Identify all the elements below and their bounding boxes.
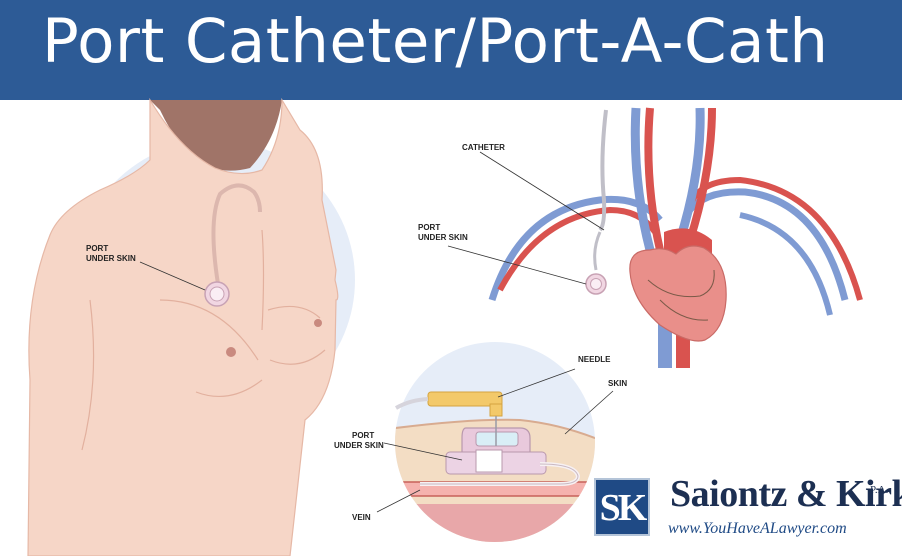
- firm-website: www.YouHaveALawyer.com: [668, 520, 847, 537]
- catheter-tube: [211, 183, 262, 285]
- port-label-line2: UNDER SKIN: [418, 233, 468, 242]
- port-label-line1: PORT: [352, 431, 374, 440]
- sternum-line: [261, 229, 265, 331]
- skin-surface: [395, 418, 595, 441]
- nipple-left: [226, 347, 236, 357]
- firm-suffix: P.A.: [870, 484, 889, 496]
- port-septum: [590, 278, 602, 290]
- catheter-tube: [598, 109, 608, 232]
- port-label-line2: UNDER SKIN: [334, 441, 384, 450]
- jugular-vein: [675, 107, 705, 242]
- catheter-label: CATHETER: [462, 143, 505, 152]
- monogram: SK: [599, 487, 648, 529]
- title-banner: Port Catheter/Port-A-Cath: [0, 0, 902, 100]
- port-reservoir: [475, 449, 503, 473]
- leader-line: [564, 390, 614, 435]
- torso-illustration: PORT UNDER SKIN: [27, 97, 355, 556]
- leader-line: [376, 489, 421, 513]
- leader-line: [383, 442, 463, 461]
- vein-vessel: [739, 212, 833, 316]
- firm-name: Saiontz & Kirk: [670, 473, 902, 515]
- firm-logo: SK Saiontz & Kirk P.A. www.YouHaveALawye…: [594, 470, 902, 550]
- heart-illustration: CATHETER PORT UNDER SKIN: [418, 107, 863, 368]
- arm-contour: [81, 299, 95, 451]
- chest-contour: [159, 299, 259, 361]
- jugular-vein: [630, 107, 655, 252]
- port-septum: [209, 286, 225, 302]
- cross-section-illustration: NEEDLE SKIN PORT UNDER SKIN VEIN: [334, 342, 627, 542]
- port-label-line2: UNDER SKIN: [86, 254, 136, 263]
- carotid-artery: [686, 107, 716, 242]
- leader-line: [479, 151, 605, 231]
- carotid-artery: [644, 107, 664, 251]
- port-label-line1: PORT: [86, 244, 108, 253]
- leader-line: [139, 261, 206, 291]
- coronary-vessel: [647, 269, 715, 298]
- port-label-line1: PORT: [418, 223, 440, 232]
- leader-line: [497, 368, 576, 398]
- page-title: Port Catheter/Port-A-Cath: [42, 6, 829, 77]
- needle-hub: [489, 403, 503, 417]
- needle-tubing: [395, 397, 429, 410]
- nipple-right: [314, 319, 322, 327]
- needle-label: NEEDLE: [578, 355, 611, 364]
- catheter-tube: [593, 231, 602, 271]
- chest-contour: [195, 379, 263, 398]
- chest-contour: [269, 349, 326, 365]
- coronary-vessel: [659, 299, 709, 321]
- leader-line: [447, 245, 587, 285]
- vein-label: VEIN: [352, 513, 371, 522]
- neck-shadow: [150, 100, 282, 171]
- skin-label: SKIN: [608, 379, 627, 388]
- monogram-box: SK: [594, 478, 650, 536]
- torso-body: [27, 97, 339, 556]
- heart: [629, 245, 727, 342]
- chest-contour: [267, 305, 321, 319]
- tissue-layer: [395, 504, 595, 542]
- port-septum: [475, 431, 519, 447]
- catheter-outline: [420, 463, 579, 485]
